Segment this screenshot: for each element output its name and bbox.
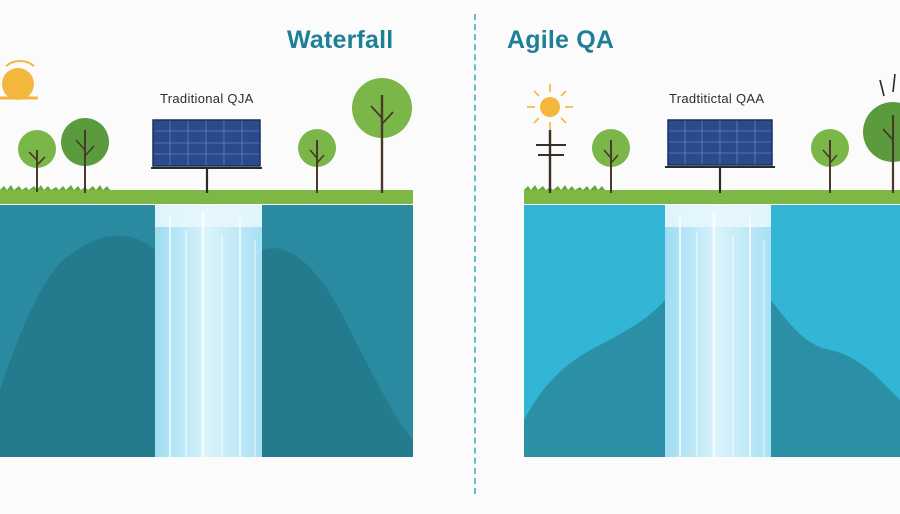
waterfall-heading: Waterfall <box>287 26 394 54</box>
tree-icon <box>811 129 849 193</box>
sparkle-icon <box>879 73 896 97</box>
utility-pole-icon <box>536 130 566 193</box>
right-panel <box>524 73 900 457</box>
tree-icon <box>863 102 900 193</box>
sun-icon <box>527 84 573 130</box>
right-hill <box>524 300 665 457</box>
right-grass <box>524 190 900 204</box>
right-panel-caption: Tradtitictal QAA <box>669 91 765 106</box>
left-panel <box>0 59 413 457</box>
solar-panel-icon <box>151 119 262 193</box>
left-grass <box>0 190 413 204</box>
waterfall-icon <box>665 205 771 457</box>
agile-qa-heading: Agile QA <box>507 26 615 54</box>
tree-icon <box>18 130 56 192</box>
sun-icon <box>0 59 38 100</box>
tree-icon <box>592 129 630 193</box>
tree-icon <box>298 129 336 193</box>
left-hill <box>0 235 155 457</box>
waterfall-icon <box>155 205 262 457</box>
solar-panel-icon <box>665 119 775 193</box>
tree-icon <box>352 78 412 193</box>
left-panel-caption: Traditional QJA <box>160 91 254 106</box>
tree-icon <box>61 118 109 193</box>
panel-divider <box>474 14 476 494</box>
left-hill-right <box>262 248 413 457</box>
right-hill-right <box>771 300 900 457</box>
